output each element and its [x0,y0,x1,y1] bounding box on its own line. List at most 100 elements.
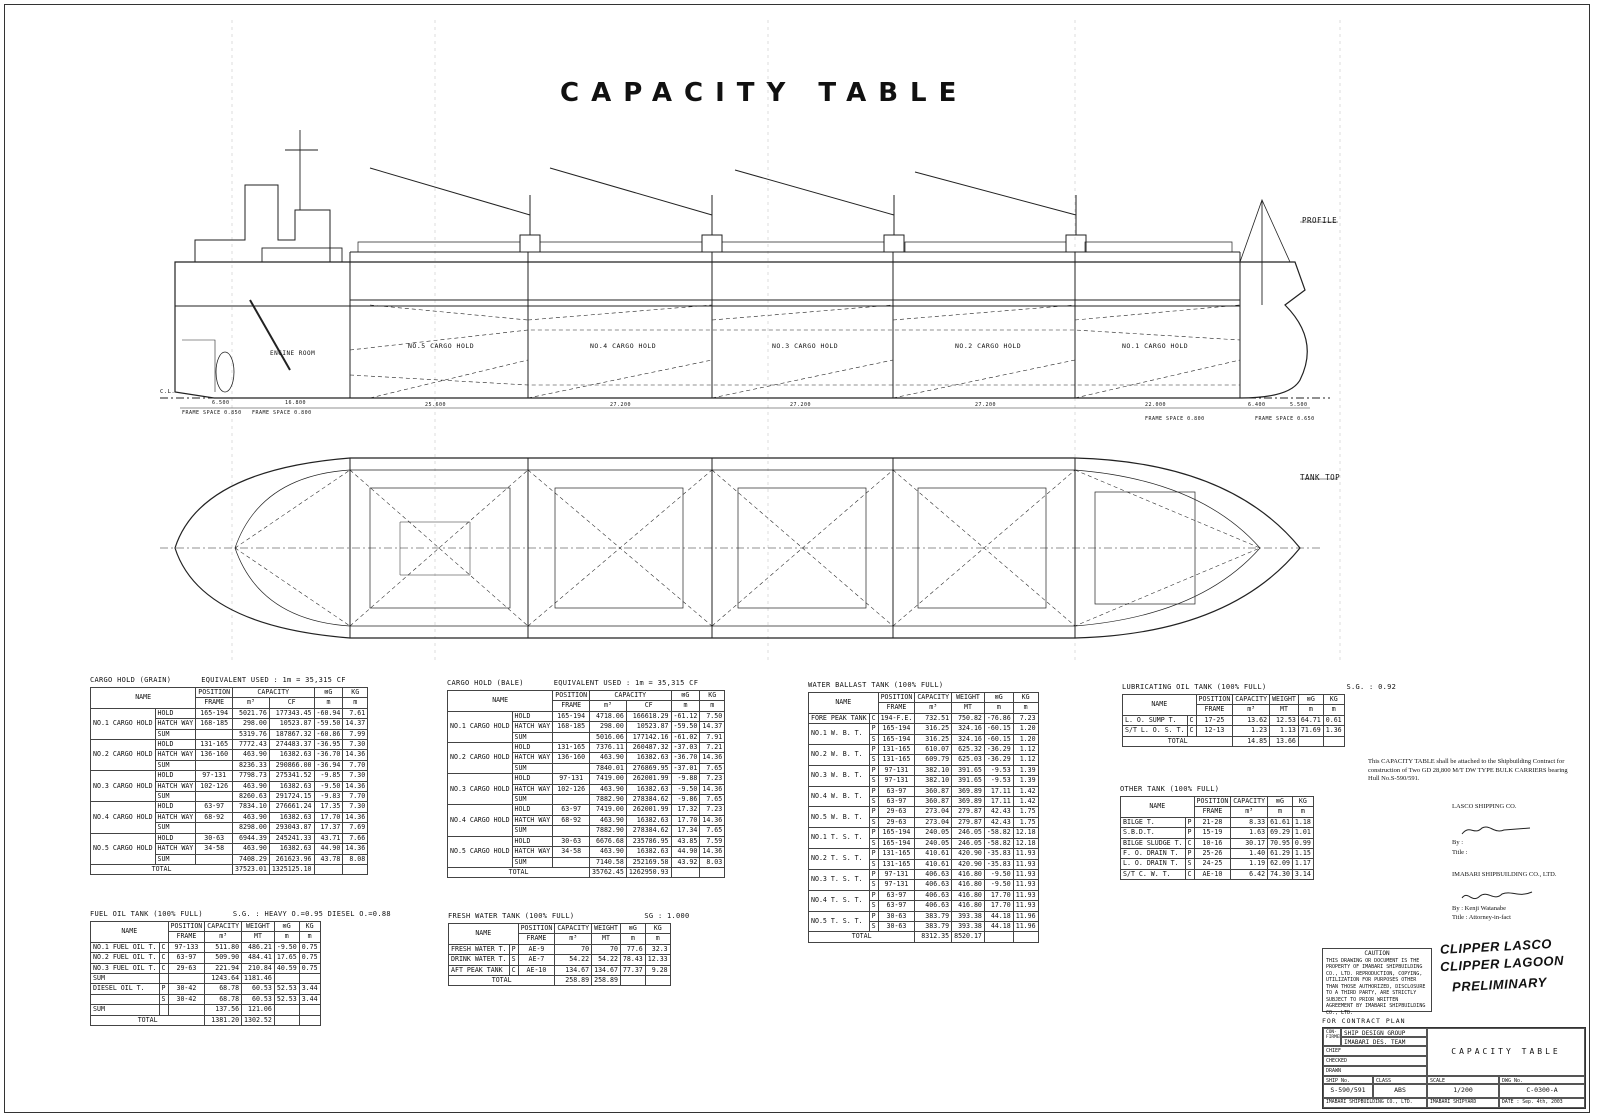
col-header: KG [1012,691,1039,704]
total-blank [1012,931,1039,943]
col-subheader: m [644,933,671,945]
table-cell: -35.83 [983,848,1014,860]
table-cell: 391.65 [951,764,985,777]
table-cell: DRINK WATER T. [448,954,510,966]
table-cell: 10-16 [1193,837,1232,850]
table-cell: 7.23 [699,773,726,785]
table-cell: 16382.63 [625,752,672,764]
table-cell: 7.50 [699,710,726,723]
table-cell: C [158,941,169,954]
table-cell: 44.18 [983,920,1014,933]
col-header: ⊠G [313,686,344,699]
table-cell: S [868,837,879,850]
table-cell: 1.42 [1012,796,1039,808]
table-cell: 63-97 [877,889,916,902]
table-cell: -36.29 [983,754,1014,766]
col-header: CAPACITY [1230,795,1269,808]
table-cell: 165-194 [195,707,234,720]
table-cell: HATCH WAY [154,718,197,730]
table-cell: S [868,879,879,891]
table-cell: 68.78 [204,993,243,1006]
table-cell: 246.05 [951,827,985,839]
table-cell: 131-165 [877,754,916,766]
table-cell: 7.99 [342,728,369,741]
tb-class-label: CLASS [1373,1076,1427,1084]
builder-company: IMABARI SHIPBUILDING CO., LTD. [1452,871,1557,878]
table-cell: P [868,785,879,798]
table-cell: 97-131 [877,868,916,881]
col-subheader: m³ [589,700,627,712]
col-subheader: m [670,700,701,712]
table-cell: AE-10 [517,964,556,977]
table-cell: 484.41 [241,952,275,964]
table-cell: 165-194 [877,827,916,839]
col-subheader: m³ [204,931,243,943]
table-cell: 7.66 [342,832,369,845]
table-cell: 393.38 [951,920,985,933]
col-header: NAME [89,687,197,709]
table-cell: 68.78 [204,983,243,995]
table-cell: 9.28 [644,964,671,977]
table-cell: HATCH WAY [511,721,554,733]
table-cell: -37.01 [670,762,701,775]
table-cell: HATCH WAY [511,752,554,764]
table-cell: 410.61 [914,848,953,860]
water-ballast-heading: WATER BALLAST TANK (100% FULL) [808,681,944,689]
col-subheader: FRAME [517,933,556,945]
row-name: NO.5 CARGO HOLD [447,835,513,868]
table-cell: 8.08 [342,853,369,865]
dim-3: 25.600 [425,402,447,408]
col-subheader: MT [951,702,985,714]
table-cell: 1.23 [1232,725,1271,737]
profile-label: PROFILE [1302,216,1338,225]
table-cell: 7.70 [342,759,369,772]
cargo-grain-heading: CARGO HOLD (GRAIN) [90,676,172,684]
table-cell: 63-97 [167,952,206,964]
table-cell: 16382.63 [625,814,672,827]
table-cell: 34-58 [195,843,234,855]
table-cell: 240.05 [914,837,953,850]
col-header: POSITION [1195,693,1234,706]
table-cell: 70 [554,943,593,956]
table-cell: SUM [154,853,197,865]
table-cell: 6.42 [1230,868,1269,881]
table-cell [195,759,234,772]
table-cell: -36.95 [313,739,344,751]
col-subheader: FRAME [877,702,916,714]
table-cell: -9.53 [983,764,1014,777]
table-cell: 5021.76 [232,707,270,720]
table-cell: 11.96 [1012,920,1039,933]
table-cell: 14.37 [699,721,726,733]
table-cell: 298.00 [589,721,627,733]
table-cell: S.B.D.T. [1120,827,1186,839]
table-cell: 14.36 [699,752,726,764]
total-cell: 37523.01 [232,863,270,876]
lube-oil-sg: S.G. : 0.92 [1346,683,1397,691]
table-cell: 43.85 [670,835,701,848]
table-cell: 1.12 [1012,754,1039,766]
table-cell: 4718.06 [589,710,627,723]
table-cell: 43.92 [670,856,701,868]
tanktop-label: TANK TOP [1300,473,1341,482]
table-cell: 21-28 [1193,816,1232,829]
table-cell: AE-9 [517,943,556,956]
table-cell: 52.53 [273,993,300,1006]
col-header: POSITION [877,691,916,704]
tb-group: SHIP DESIGN GROUP [1341,1028,1427,1037]
table-cell: 17.70 [313,811,344,824]
total-label: TOTAL [1121,735,1234,748]
table-cell: 393.38 [951,910,985,922]
table-cell: 273.04 [914,816,953,829]
table-cell: 7.69 [342,822,369,834]
table-cell: S [868,920,879,933]
